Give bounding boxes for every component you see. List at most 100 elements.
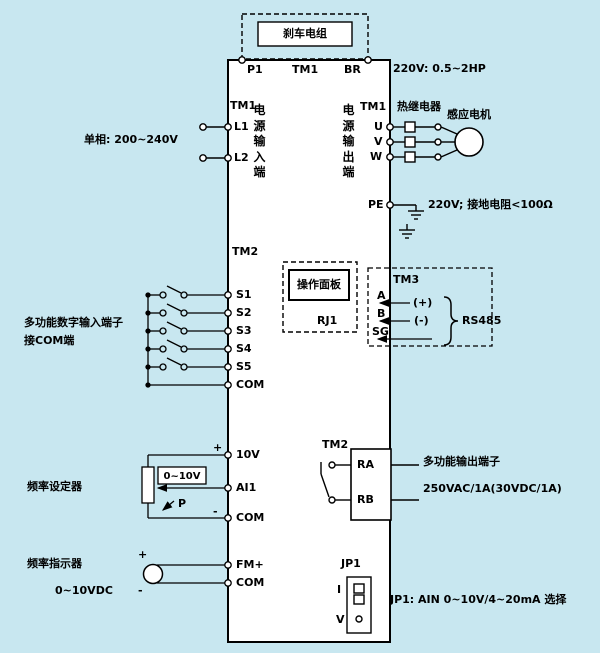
switch-icon (166, 285, 182, 294)
jp1-i-label: I (337, 583, 342, 596)
thermal-relay-icon (404, 151, 416, 163)
terminal-rb-label: RB (357, 493, 374, 506)
brake-rating-label: 220V: 0.5~2HP (393, 62, 486, 75)
terminal-br-dot (364, 56, 372, 64)
relay-contact-icon (320, 473, 330, 498)
power-output-vertical-label: 电源输出端 (342, 103, 355, 179)
terminal-l2-label: L2 (234, 151, 249, 164)
terminal-br-label: BR (344, 63, 361, 76)
terminal-s5-label: S5 (236, 360, 252, 373)
terminal-l1-dot (224, 123, 232, 131)
frequency-setter-label: 频率设定器 (27, 480, 82, 493)
terminal-p1-dot (238, 56, 246, 64)
terminal-v-label: V (374, 135, 383, 148)
rs485-minus-label: (-) (414, 314, 429, 327)
meter-plus-sign: + (138, 548, 148, 561)
tm3-dashed-box (367, 267, 493, 347)
thermal-relay-icon (404, 121, 416, 133)
switch-icon (166, 321, 182, 330)
tm1-input-label: TM1 (230, 99, 257, 112)
terminal-ai1-label: AI1 (236, 481, 257, 494)
supply-l1-dot (199, 123, 207, 131)
range-box (157, 466, 207, 485)
analog-range-label: 0~10V (163, 471, 201, 482)
potentiometer-icon (141, 466, 155, 504)
tm1-top-label: TM1 (292, 63, 319, 76)
grounding-note: 220V; 接地电阻<100Ω (428, 198, 553, 211)
brake-resistor-box (238, 13, 372, 64)
terminal-acom-dot (224, 514, 232, 522)
operation-panel-box (282, 261, 358, 333)
brace-icon (443, 296, 459, 346)
ground-icon (408, 205, 424, 220)
analog-minus-sign: - (213, 505, 218, 518)
tm2-relay-label: TM2 (322, 438, 349, 451)
switch-icon (166, 357, 182, 366)
digital-input-wiring (145, 285, 232, 389)
power-input-vertical-label: 电源输入端 (253, 103, 266, 179)
power-output-wiring (386, 121, 484, 163)
terminal-fm-dot (224, 561, 232, 569)
jumper-pin (353, 594, 365, 605)
p-arrow (161, 500, 175, 511)
panel-screen-box (288, 269, 350, 301)
terminal-fm-label: FM+ (236, 558, 264, 571)
jumper-block (346, 576, 372, 634)
jp1-v-label: V (336, 613, 345, 626)
terminal-ra-label: RA (357, 458, 374, 471)
terminal-s3-label: S3 (236, 324, 252, 337)
terminal-fcom-label: COM (236, 576, 265, 589)
terminal-s4-label: S4 (236, 342, 252, 355)
motor-icon (454, 127, 484, 157)
jumper-pin (353, 583, 365, 594)
tm3-label: TM3 (393, 273, 420, 286)
digital-input-note-line1: 多功能数字输入端子 (24, 316, 123, 329)
potentiometer-p-label: P (178, 497, 187, 510)
terminal-u-label: U (374, 120, 383, 133)
single-phase-label: 单相: 200~240V (84, 133, 178, 146)
terminal-l2-dot (224, 154, 232, 162)
switch-icon (166, 339, 182, 348)
terminal-a-label: A (377, 289, 386, 302)
relay-output-wiring (320, 448, 419, 521)
terminal-p1-label: P1 (247, 63, 263, 76)
terminal-com-label: COM (236, 378, 265, 391)
ground-icon (399, 224, 415, 239)
terminal-pe-dot (386, 201, 394, 209)
rj1-label: RJ1 (317, 314, 338, 327)
thermal-relay-icon (404, 136, 416, 148)
operation-panel-label: 操作面板 (297, 278, 341, 291)
analog-plus-sign: + (213, 441, 223, 454)
jp1-note: JP1: AIN 0~10V/4~20mA 选择 (390, 593, 567, 606)
terminal-s1-label: S1 (236, 288, 252, 301)
switch-icon (166, 303, 182, 312)
relay-note-line1: 多功能输出端子 (423, 455, 500, 468)
terminal-v-dot (386, 138, 394, 146)
relay-terminal-box (350, 448, 392, 521)
rs485-wiring (367, 267, 493, 347)
analog-input-wiring (141, 451, 232, 522)
digital-input-note-line2: 接COM端 (24, 334, 75, 347)
brake-label-box (257, 21, 353, 47)
terminal-s2-label: S2 (236, 306, 252, 319)
frequency-indicator-label: 频率指示器 (27, 557, 82, 570)
terminal-acom-label: COM (236, 511, 265, 524)
rs485-plus-label: (+) (413, 296, 433, 309)
terminal-ai1-dot (224, 484, 232, 492)
jumper-box (346, 576, 372, 634)
brake-resistor-label: 刹车电组 (283, 27, 327, 40)
jumper-pin (355, 615, 363, 623)
tm1-output-label: TM1 (360, 100, 387, 113)
tm2-inputs-label: TM2 (232, 245, 259, 258)
inverter-body (227, 59, 391, 643)
meter-icon (142, 563, 164, 585)
rs485-label: RS485 (462, 314, 502, 327)
meter-range-label: 0~10VDC (55, 584, 113, 597)
pe-grounding (386, 201, 424, 239)
terminal-b-label: B (377, 307, 386, 320)
terminal-w-dot (386, 153, 394, 161)
terminal-pe-label: PE (368, 198, 384, 211)
motor-label: 感应电机 (447, 108, 491, 121)
